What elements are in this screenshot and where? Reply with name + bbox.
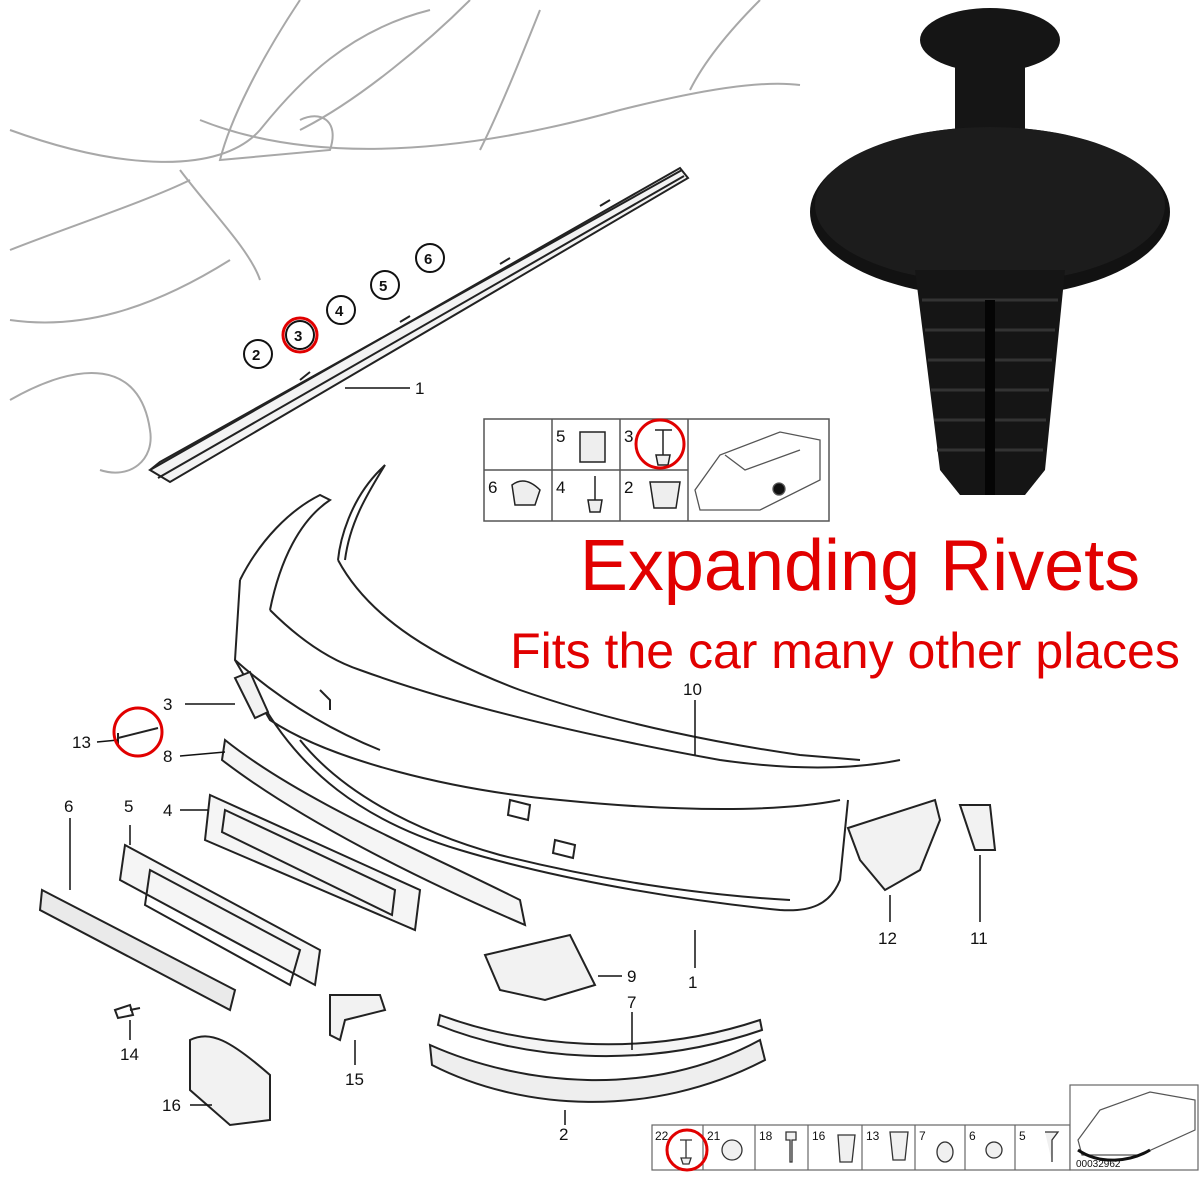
side-sill-strip [148, 166, 690, 484]
label-15: 15 [345, 1070, 364, 1089]
bumper-labels: 3 13 8 4 5 6 10 1 9 7 2 12 11 14 15 16 [64, 680, 988, 1144]
inset-cell-6: 6 [488, 478, 497, 497]
cell-7: 7 [919, 1129, 926, 1143]
car-body-outline [9, 0, 801, 474]
red-circle-marker-icon [112, 706, 164, 758]
callout-5: 5 [379, 278, 387, 295]
callout-3: 3 [294, 328, 302, 345]
label-5: 5 [124, 797, 133, 816]
red-circle-marker-icon [665, 1128, 709, 1172]
label-16: 16 [162, 1096, 181, 1115]
cell-22: 22 [655, 1129, 669, 1143]
cell-13: 13 [866, 1129, 880, 1143]
label-12: 12 [878, 929, 897, 948]
cell-6: 6 [969, 1129, 976, 1143]
sill-part-label: 1 [415, 379, 424, 398]
callout-circle-3 [285, 320, 315, 350]
leader-lines [69, 700, 981, 1125]
label-11: 11 [970, 929, 988, 948]
car-thumbnail-icon [1077, 1091, 1196, 1162]
cell-18: 18 [759, 1129, 773, 1143]
callout-6: 6 [424, 251, 432, 268]
headline: Expanding Rivets [579, 526, 1141, 606]
callout-circle-5 [370, 270, 400, 300]
subheadline: Fits the car many other places [510, 623, 1180, 679]
callout-circle-4 [326, 295, 356, 325]
inset-cell-2: 2 [624, 478, 633, 497]
callout-circle-6 [415, 243, 445, 273]
label-13: 13 [72, 733, 91, 752]
label-2: 2 [559, 1125, 568, 1144]
sill-callouts: 2 3 4 5 6 [243, 243, 445, 369]
label-8: 8 [163, 747, 172, 766]
label-14: 14 [120, 1045, 139, 1064]
red-circle-marker-icon [634, 418, 686, 470]
label-4: 4 [163, 801, 172, 820]
rivet-photo-icon [810, 8, 1170, 495]
label-3: 3 [163, 695, 172, 714]
label-9: 9 [627, 967, 636, 986]
car-thumbnail-icon [694, 431, 821, 511]
callout-2: 2 [252, 347, 260, 364]
callout-circle-2 [243, 339, 273, 369]
inset-bottom-labels: 22 21 18 16 13 7 6 5 [655, 1129, 1026, 1143]
inset-cell-4: 4 [556, 478, 565, 497]
cell-5: 5 [1019, 1129, 1026, 1143]
callout-4: 4 [335, 303, 344, 320]
label-7: 7 [627, 993, 636, 1012]
label-10: 10 [683, 680, 702, 699]
label-6: 6 [64, 797, 73, 816]
cell-16: 16 [812, 1129, 826, 1143]
inset-cell-5: 5 [556, 427, 565, 446]
red-circle-marker-icon [281, 316, 319, 354]
inset-cell-3: 3 [624, 427, 633, 446]
cell-21: 21 [707, 1129, 721, 1143]
label-1: 1 [688, 973, 697, 992]
inset-bottom-icons [680, 1131, 1060, 1165]
bumper-drawing [38, 464, 997, 1127]
diagram-code: 00032962 [1076, 1159, 1121, 1170]
inset-part-icons [511, 429, 681, 513]
